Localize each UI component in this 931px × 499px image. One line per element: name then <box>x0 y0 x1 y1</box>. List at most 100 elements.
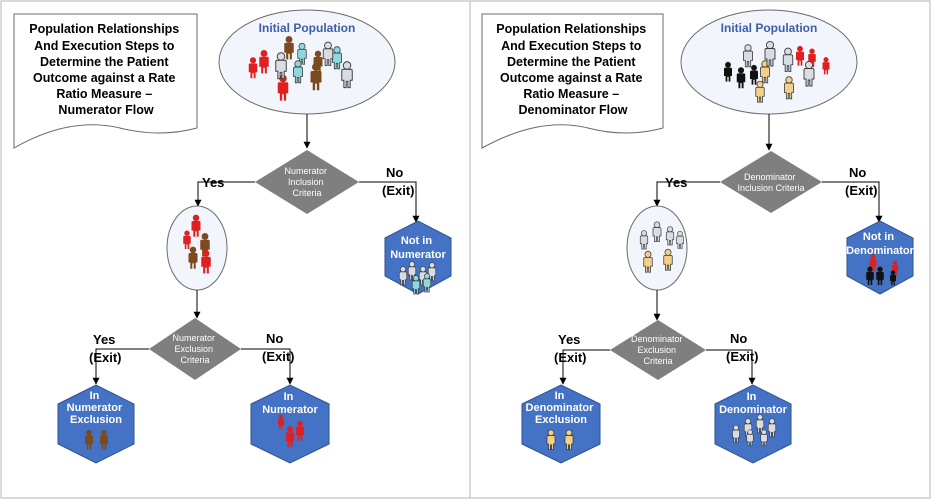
person-icon <box>285 426 295 448</box>
exit-label: (Exit) <box>726 349 759 364</box>
person-icon <box>85 429 93 450</box>
title-line: Numerator Flow <box>58 103 153 117</box>
person-icon <box>411 275 421 295</box>
no-label: No <box>386 165 403 180</box>
yes-connector <box>653 181 720 207</box>
diamond-label: Numerator Inclusion Criteria <box>284 166 329 198</box>
person-icon <box>796 45 804 66</box>
title-line: And Execution Steps to <box>34 39 175 53</box>
hex-label: In Numerator <box>262 391 318 416</box>
title-line: Determine the Patient <box>507 55 636 69</box>
people-cluster <box>398 261 437 295</box>
exit-label: (Exit) <box>89 350 122 365</box>
person-icon <box>248 57 258 79</box>
hex-label: In Denominator <box>719 391 788 416</box>
title-line: Denominator Flow <box>518 103 627 117</box>
person-icon <box>297 42 307 65</box>
person-icon <box>767 418 777 438</box>
in-denominator-hexagon <box>714 384 792 464</box>
no-label: No <box>730 331 747 346</box>
person-icon <box>293 60 303 84</box>
exit-label: (Exit) <box>262 349 295 364</box>
person-icon <box>665 226 675 246</box>
person-icon <box>313 50 323 73</box>
person-icon <box>422 273 432 293</box>
person-icon <box>746 429 754 447</box>
person-icon <box>784 76 794 100</box>
title-text: Population Relationships And Execution S… <box>496 22 650 117</box>
person-icon <box>427 262 437 282</box>
initial-population-label: Initial Population <box>259 21 356 35</box>
person-icon <box>284 36 294 60</box>
person-icon <box>764 40 776 67</box>
initial-population-label: Initial Population <box>721 21 818 35</box>
in-denominator-exclusion-hexagon <box>521 384 601 464</box>
people-cluster <box>639 221 684 273</box>
not-in-denominator-hexagon <box>846 220 914 295</box>
person-icon <box>876 266 884 285</box>
person-icon <box>332 46 342 70</box>
panel-numerator: Population Relationships And Execution S… <box>13 9 452 464</box>
people-cluster <box>278 414 304 448</box>
person-icon <box>341 61 353 89</box>
no-connector <box>241 348 294 385</box>
person-icon <box>663 248 673 271</box>
person-icon <box>259 50 269 74</box>
person-icon <box>639 230 649 250</box>
person-icon <box>755 80 765 103</box>
in-numerator-hexagon <box>250 384 330 464</box>
title-line: Population Relationships <box>29 22 179 36</box>
person-icon <box>750 64 758 85</box>
no-label: No <box>849 165 866 180</box>
person-icon <box>652 221 662 242</box>
title-line: And Execution Steps to <box>501 39 642 53</box>
no-connector <box>359 181 420 223</box>
denominator-inclusion-diamond <box>720 151 822 213</box>
denominator-exclusion-diamond <box>610 320 706 380</box>
panel-denominator: Population Relationships And Execution S… <box>481 9 915 464</box>
title-callout <box>481 13 664 149</box>
person-icon <box>743 44 753 68</box>
person-icon <box>322 41 334 66</box>
hex-label: Not in Denominator <box>846 231 915 257</box>
exit-label: (Exit) <box>845 183 878 198</box>
yes-label: Yes <box>93 332 115 347</box>
person-icon <box>643 250 653 273</box>
title-line: Outcome against a Rate <box>33 71 175 85</box>
yes-label: Yes <box>665 175 687 190</box>
person-icon <box>275 52 287 80</box>
person-icon <box>398 266 408 286</box>
title-line: Ratio Measure – <box>523 87 619 101</box>
title-text: Population Relationships And Execution S… <box>29 22 183 117</box>
person-icon <box>676 230 684 249</box>
person-icon <box>822 57 830 75</box>
person-icon <box>803 60 815 87</box>
person-icon <box>278 414 284 430</box>
person-icon <box>201 250 211 274</box>
people-cluster <box>866 254 898 286</box>
diamond-label: Denominator Exclusion Criteria <box>631 334 685 366</box>
person-icon <box>736 67 746 89</box>
person-icon <box>188 246 198 269</box>
person-icon <box>782 47 794 72</box>
people-cluster <box>724 40 830 103</box>
hex-label: Not in Numerator <box>390 235 446 261</box>
people-cluster <box>248 36 353 101</box>
yes-connector <box>559 349 610 385</box>
in-numerator-exclusion-hexagon <box>57 384 135 464</box>
person-icon <box>564 429 574 450</box>
diamond-label: Numerator Exclusion Criteria <box>172 333 217 365</box>
person-icon <box>866 266 874 285</box>
people-cluster <box>85 429 108 450</box>
person-icon <box>183 230 191 249</box>
person-icon <box>890 270 896 286</box>
yes-connector <box>92 348 149 385</box>
no-label: No <box>266 331 283 346</box>
person-icon <box>191 214 201 237</box>
person-icon <box>100 429 108 450</box>
person-icon <box>755 414 765 434</box>
person-icon <box>724 61 732 82</box>
diamond-label: Denominator Inclusion Criteria <box>737 172 804 193</box>
yes-connector <box>194 181 255 207</box>
person-icon <box>732 424 740 443</box>
